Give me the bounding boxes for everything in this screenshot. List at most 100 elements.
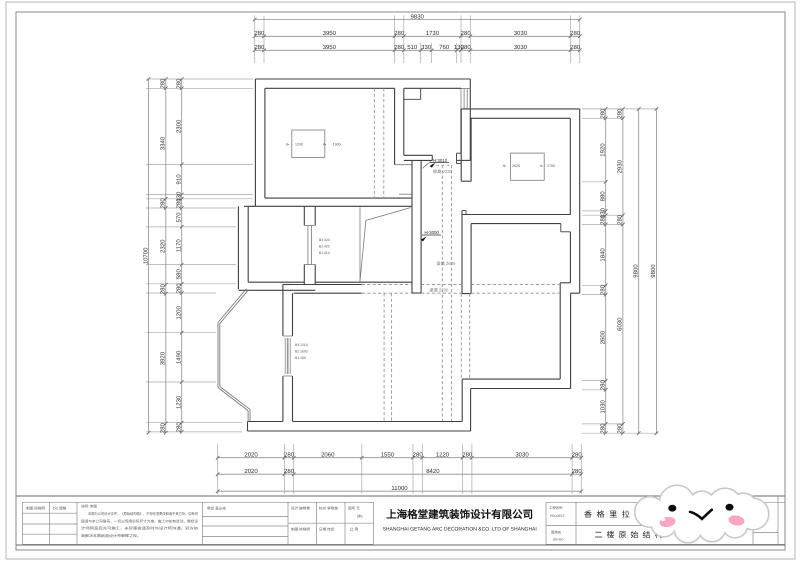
svg-text:280: 280 <box>600 380 607 391</box>
svg-text:130: 130 <box>176 191 183 202</box>
svg-text:图用名: 图用名 <box>551 531 561 535</box>
svg-text:1730: 1730 <box>426 30 440 37</box>
svg-text:B•: B• <box>323 142 326 146</box>
svg-text:B•: B• <box>503 164 506 168</box>
svg-text:SHANGHAI GETANG ARC DECORATION: SHANGHAI GETANG ARC DECORATION &CO. LTD … <box>383 527 537 533</box>
svg-text:2600: 2600 <box>600 330 607 344</box>
svg-text:3920: 3920 <box>160 351 167 365</box>
svg-text:10700: 10700 <box>142 247 149 264</box>
svg-text:280: 280 <box>284 468 295 475</box>
svg-text:280: 280 <box>461 44 472 51</box>
svg-text:2020: 2020 <box>244 468 258 475</box>
svg-text:PROJECT: PROJECT <box>550 514 565 518</box>
svg-text:2320: 2320 <box>160 239 167 253</box>
svg-text:280: 280 <box>600 214 607 225</box>
svg-text:580: 580 <box>176 269 183 280</box>
svg-text:DC 图框: DC 图框 <box>53 506 67 511</box>
svg-text:280: 280 <box>462 452 473 459</box>
svg-text:2060: 2060 <box>321 452 335 459</box>
svg-text:8420: 8420 <box>426 468 440 475</box>
svg-text:280: 280 <box>254 44 265 51</box>
svg-text:梁底 2220: 梁底 2220 <box>430 287 450 292</box>
svg-text:上海格堂建筑装饰设计有限公司: 上海格堂建筑装饰设计有限公司 <box>386 508 533 521</box>
svg-text:280: 280 <box>394 30 405 37</box>
svg-text:标高 2220: 标高 2220 <box>433 169 453 174</box>
svg-text:制图 徐晓明: 制图 徐晓明 <box>291 527 310 532</box>
svg-text:330: 330 <box>421 44 432 51</box>
svg-text:280: 280 <box>600 284 607 295</box>
svg-text:1920: 1920 <box>600 143 607 157</box>
svg-text:DR-NO: DR-NO <box>553 538 564 542</box>
svg-text:1290: 1290 <box>295 142 303 146</box>
svg-text:审定 董必成: 审定 董必成 <box>207 506 226 511</box>
svg-text:280: 280 <box>176 198 183 209</box>
svg-text:B3:320: B3:320 <box>319 238 330 242</box>
svg-text:题请与本公司联系，一切以现场实际尺寸为准，施工中如有变动，需: 题请与本公司联系，一切以现场实际尺寸为准，施工中如有变动，需经设 <box>81 518 198 523</box>
svg-text:梁底 2600: 梁底 2600 <box>437 261 457 266</box>
svg-text:130: 130 <box>454 44 465 51</box>
svg-text:(附): (附) <box>357 515 363 519</box>
svg-text:2930: 2930 <box>617 159 624 173</box>
svg-text:商解决本图纸由设计师解释之权。: 商解决本图纸由设计师解释之权。 <box>81 533 141 538</box>
svg-text:B2:1600: B2:1600 <box>295 349 308 353</box>
svg-text:1230: 1230 <box>176 395 183 409</box>
svg-text:1030: 1030 <box>600 400 607 414</box>
svg-text:1550: 1550 <box>381 452 395 459</box>
svg-text:9830: 9830 <box>411 13 425 20</box>
svg-text:校对 李晓俊: 校对 李晓俊 <box>319 506 338 511</box>
svg-text:3950: 3950 <box>323 44 337 51</box>
svg-text:280: 280 <box>617 108 624 119</box>
svg-text:280: 280 <box>160 284 167 295</box>
svg-text:9800: 9800 <box>650 264 657 278</box>
svg-text:880: 880 <box>600 191 607 202</box>
svg-text:280: 280 <box>461 30 472 37</box>
svg-text:280: 280 <box>413 452 424 459</box>
svg-text:280: 280 <box>160 78 167 89</box>
svg-text:280: 280 <box>176 283 183 294</box>
svg-text:280: 280 <box>570 44 581 51</box>
svg-text:280: 280 <box>617 214 624 225</box>
svg-text:9800: 9800 <box>633 264 640 278</box>
svg-text:3340: 3340 <box>160 136 167 150</box>
svg-text:H:3010: H:3010 <box>433 158 448 163</box>
svg-text:1700: 1700 <box>547 164 555 168</box>
svg-text:280: 280 <box>176 422 183 433</box>
svg-text:11000: 11000 <box>391 485 408 492</box>
svg-text:280: 280 <box>254 30 265 37</box>
svg-text:计师同意后方可施工，未尽事宜请及时与设计师沟通，双方协: 计师同意后方可施工，未尽事宜请及时与设计师沟通，双方协 <box>81 526 198 531</box>
svg-text:3030: 3030 <box>514 30 528 37</box>
svg-text:说明: 本图: 说明: 本图 <box>81 505 97 509</box>
svg-text:B2:420: B2:420 <box>319 245 330 249</box>
svg-text:1840: 1840 <box>600 248 607 262</box>
svg-text:570: 570 <box>176 212 183 223</box>
svg-text:280: 280 <box>600 423 607 434</box>
svg-text:工程名称: 工程名称 <box>549 506 563 510</box>
svg-text:H-3000: H-3000 <box>425 230 440 235</box>
svg-text:B1:410: B1:410 <box>319 251 330 255</box>
svg-text:2300: 2300 <box>176 119 183 133</box>
svg-text:日期 待定: 日期 待定 <box>319 527 335 532</box>
svg-text:510: 510 <box>407 44 418 51</box>
svg-text:3030: 3030 <box>514 44 528 51</box>
svg-text:280: 280 <box>570 30 581 37</box>
svg-text:280: 280 <box>160 422 167 433</box>
svg-text:B•: B• <box>540 164 543 168</box>
svg-text:6030: 6030 <box>617 317 624 331</box>
svg-text:1220: 1220 <box>436 452 450 459</box>
svg-text:910: 910 <box>176 174 183 185</box>
svg-text:280: 280 <box>617 423 624 434</box>
svg-text:本图为公司设计文件，《原始结构图》，不得任意更改和用于其它处: 本图为公司设计文件，《原始结构图》，不得任意更改和用于其它处，如有问 <box>88 511 198 516</box>
svg-text:280: 280 <box>572 468 583 475</box>
svg-text:280: 280 <box>394 44 405 51</box>
svg-text:280: 280 <box>572 452 583 459</box>
svg-text:3030: 3030 <box>515 452 529 459</box>
svg-text:280: 280 <box>284 452 295 459</box>
svg-text:图号 无: 图号 无 <box>348 507 360 511</box>
svg-text:2620: 2620 <box>512 164 520 168</box>
svg-text:比 例: 比 例 <box>350 527 359 532</box>
svg-text:B1:100: B1:100 <box>295 356 306 360</box>
svg-text:280: 280 <box>600 108 607 119</box>
svg-text:3950: 3950 <box>323 30 337 37</box>
svg-text:B3:1210: B3:1210 <box>295 343 308 347</box>
svg-text:制图 徐晓明: 制图 徐晓明 <box>26 506 45 511</box>
